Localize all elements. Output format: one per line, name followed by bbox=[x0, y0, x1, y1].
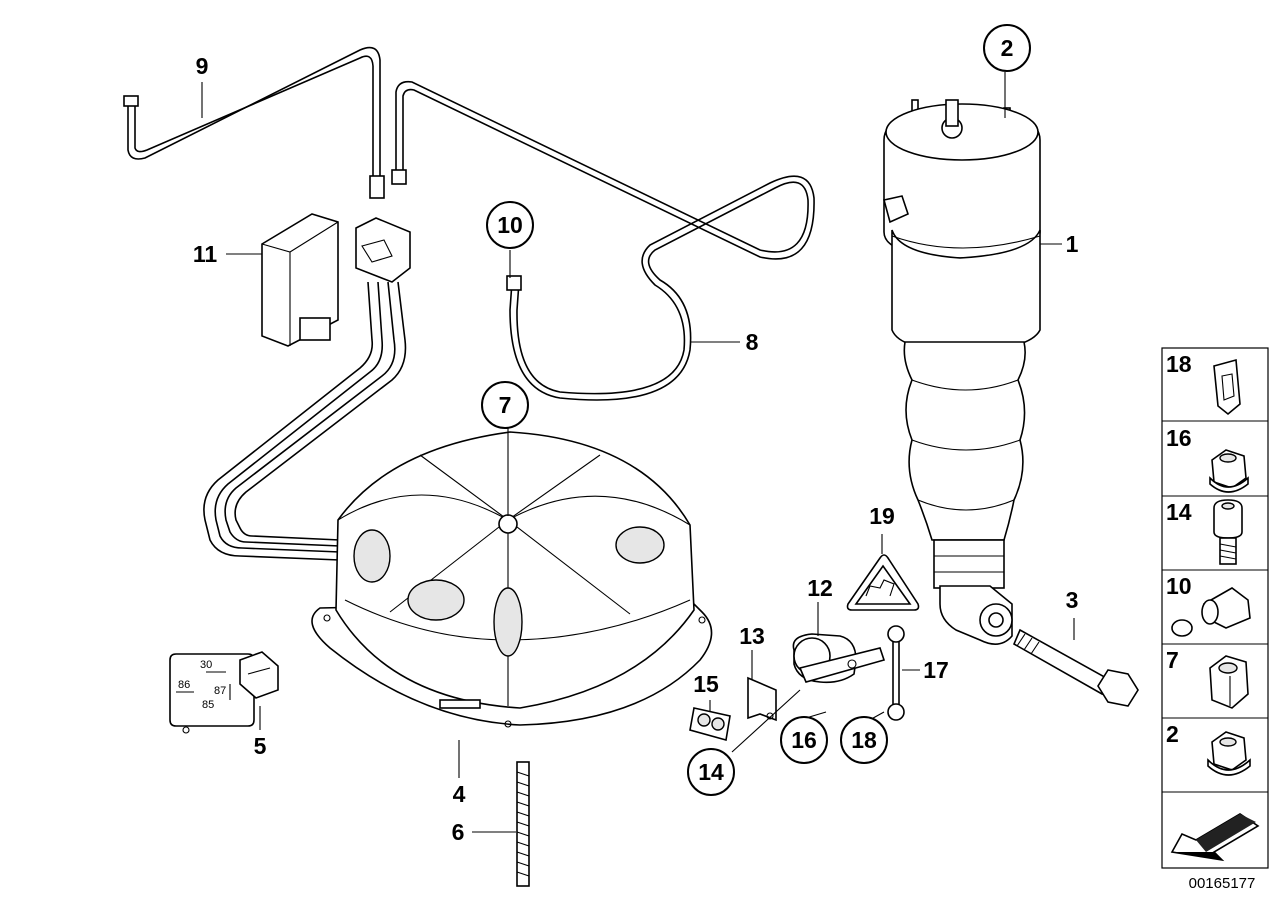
callout-13: 13 bbox=[739, 623, 765, 649]
legend-label-14: 14 bbox=[1166, 499, 1192, 525]
legend-label-16: 16 bbox=[1166, 425, 1192, 451]
svg-text:87: 87 bbox=[214, 685, 226, 697]
callout-15: 15 bbox=[693, 671, 719, 697]
legend-fitting-icon bbox=[1171, 587, 1251, 637]
legend-label-10: 10 bbox=[1166, 573, 1192, 599]
svg-text:86: 86 bbox=[178, 679, 190, 691]
legend-hex-nut-icon bbox=[1209, 655, 1249, 709]
relay-5: 30 86 87 85 bbox=[169, 651, 279, 734]
legend-collar-nut-icon bbox=[1207, 731, 1251, 776]
valve-block bbox=[355, 217, 411, 283]
callout-7: 7 bbox=[499, 392, 512, 418]
callout-16: 16 bbox=[791, 727, 817, 753]
callout-circle-2 bbox=[983, 24, 1031, 72]
callout-3: 3 bbox=[1066, 587, 1079, 613]
callout-circle-7 bbox=[481, 381, 529, 429]
callout-10: 10 bbox=[497, 212, 523, 238]
control-unit-11 bbox=[261, 213, 339, 347]
legend-socket-bolt-icon bbox=[1213, 499, 1243, 565]
callout-14: 14 bbox=[698, 759, 724, 785]
air-spring-strut-1 bbox=[883, 99, 1041, 645]
callout-12: 12 bbox=[807, 575, 833, 601]
legend-flange-nut-icon bbox=[1209, 449, 1249, 493]
callout-2: 2 bbox=[1001, 35, 1014, 61]
callout-11: 11 bbox=[193, 241, 218, 267]
callout-circle-18 bbox=[840, 716, 888, 764]
air-line-9 bbox=[123, 46, 385, 199]
callout-17: 17 bbox=[923, 657, 949, 683]
diagram-code: 00165177 bbox=[1189, 875, 1256, 892]
air-line-8 bbox=[391, 80, 815, 401]
legend-clip-icon bbox=[1213, 358, 1241, 416]
legend-label-7: 7 bbox=[1166, 647, 1179, 673]
callout-5: 5 bbox=[254, 733, 267, 759]
stud-6 bbox=[516, 761, 530, 887]
callout-8: 8 bbox=[746, 329, 759, 355]
callout-labels: 2 1 3 4 5 6 7 8 9 10 11 12 13 14 15 16 1… bbox=[193, 24, 1079, 845]
navigation-arrow-icon bbox=[1170, 813, 1260, 862]
callout-4: 4 bbox=[453, 781, 466, 807]
svg-text:85: 85 bbox=[202, 699, 214, 711]
wiring-harness bbox=[203, 281, 407, 561]
bracket-13 bbox=[747, 676, 777, 722]
callout-9: 9 bbox=[196, 53, 209, 79]
link-rod-17 bbox=[887, 625, 905, 721]
bolt-3 bbox=[1012, 628, 1139, 707]
callout-circle-10 bbox=[486, 201, 534, 249]
leader-lines bbox=[201, 72, 1075, 833]
plate-15 bbox=[689, 707, 731, 742]
callout-1: 1 bbox=[1066, 231, 1079, 257]
air-reservoir-4 bbox=[311, 431, 713, 728]
legend-table: 18 16 14 10 7 bbox=[1161, 347, 1269, 869]
svg-text:30: 30 bbox=[200, 659, 212, 671]
legend-label-2: 2 bbox=[1166, 721, 1179, 747]
legend-label-18: 18 bbox=[1166, 351, 1192, 377]
callout-circle-16 bbox=[780, 716, 828, 764]
callout-circle-14 bbox=[687, 748, 735, 796]
callout-18: 18 bbox=[851, 727, 877, 753]
height-sensor-12 bbox=[792, 633, 886, 684]
warning-sign-19 bbox=[846, 554, 920, 611]
callout-6: 6 bbox=[452, 819, 465, 845]
callout-19: 19 bbox=[869, 503, 895, 529]
